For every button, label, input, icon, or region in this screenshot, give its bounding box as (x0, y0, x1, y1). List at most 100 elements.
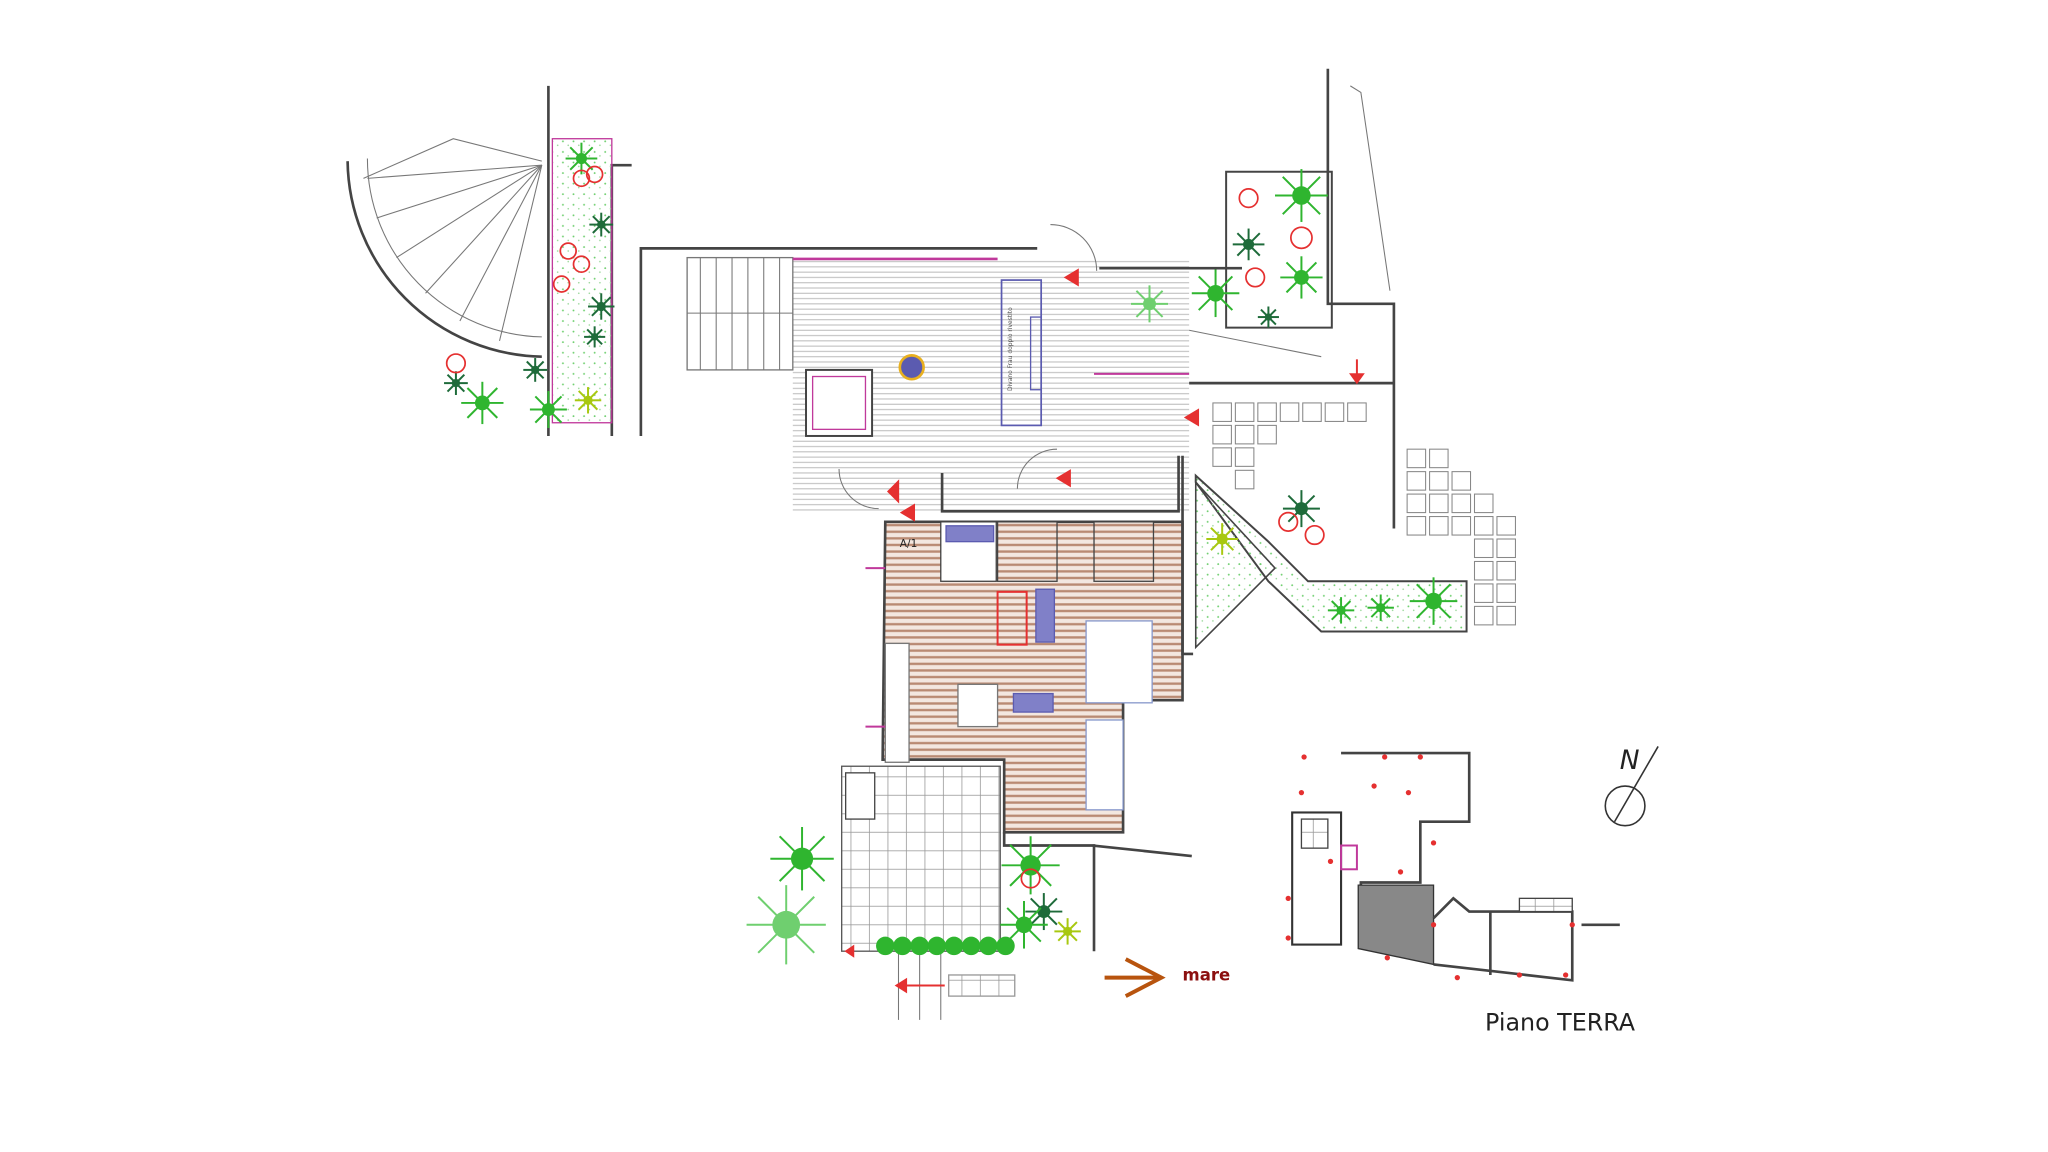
paving-stone (1496, 538, 1516, 559)
plant-icon (523, 358, 548, 382)
paving-stone (1429, 516, 1449, 536)
plant-core (1143, 297, 1156, 311)
plant-core (1292, 186, 1311, 205)
marker-dot (1382, 754, 1388, 760)
marker-dot (1516, 972, 1523, 978)
plant-core (1336, 605, 1346, 615)
courtyard-paving (841, 765, 1192, 1020)
flower-icon (1304, 524, 1325, 546)
stepping-stones (1212, 402, 1516, 626)
paving-stone (1324, 402, 1345, 422)
flower-icon (585, 165, 604, 184)
plant-icon (1275, 169, 1328, 222)
plant-core (1264, 313, 1273, 321)
paving-stone (1257, 402, 1277, 422)
plant-icon (1409, 577, 1458, 625)
plant-core (772, 910, 801, 939)
plant-core (541, 403, 555, 417)
terrace-decking: Divano Frau doppio rivestito (610, 163, 1242, 513)
paving-stone (1406, 516, 1427, 536)
plant-core (1062, 926, 1073, 936)
flower-icon (572, 255, 591, 274)
plant-core (596, 301, 606, 312)
marker-dot (1327, 858, 1334, 864)
plant-icon (588, 293, 615, 320)
kitchenette (805, 368, 874, 437)
plant-icon (1206, 523, 1239, 555)
marker-dot (1371, 783, 1377, 789)
flower-icon (1238, 188, 1259, 209)
plant-icon (584, 326, 606, 348)
paving-stone (1212, 424, 1232, 445)
sea-direction: mare (1104, 957, 1231, 998)
plant-icon (444, 371, 468, 396)
paving-stone (1496, 516, 1516, 536)
plant-icon (1131, 285, 1168, 323)
marker-dot (1563, 972, 1569, 978)
paving-stone (1212, 447, 1232, 467)
marker-dot (1430, 840, 1437, 846)
marker-dot (1405, 790, 1412, 796)
bed (1085, 620, 1153, 704)
sea-label: mare (1183, 965, 1231, 984)
paving-stone (1473, 538, 1494, 559)
plant-core (1207, 284, 1224, 302)
flower-icon (559, 242, 578, 260)
key-plan: Piano TERRA (1285, 751, 1636, 1036)
west-garden (551, 138, 613, 424)
plant-core (1037, 905, 1051, 919)
plant-icon (1191, 269, 1240, 318)
plant-core (1376, 603, 1386, 613)
marker-dot (1301, 754, 1307, 760)
plant-icon (1257, 306, 1279, 328)
plant-core (1294, 502, 1308, 516)
spiral-staircase (346, 85, 550, 436)
marker-dot (1285, 895, 1291, 901)
plants (444, 142, 1458, 965)
paving-stone (1473, 605, 1494, 626)
plant-icon (565, 142, 598, 175)
plant-icon (770, 827, 834, 891)
sofa-label: Divano Frau doppio rivestito (1007, 307, 1014, 391)
plant-core (790, 847, 814, 870)
paving-stone (1429, 493, 1449, 514)
paving-stone (1302, 402, 1322, 422)
plant-core (590, 333, 599, 341)
plant-core (1015, 916, 1033, 934)
hedge-icon (910, 936, 929, 956)
flower-icon (552, 275, 571, 293)
plant-icon (574, 387, 602, 414)
paving-stone (1347, 402, 1367, 422)
paving-stone (1496, 605, 1516, 626)
paving-stone (1451, 516, 1472, 536)
plant-core (474, 395, 490, 411)
paving-stone (1234, 447, 1255, 467)
paving-stone (1496, 583, 1516, 603)
hedge-icon (876, 936, 895, 956)
plant-core (575, 152, 587, 165)
plant-core (1425, 592, 1442, 610)
dining-table (957, 683, 999, 728)
plant-core (583, 395, 593, 405)
paving-stone (1473, 560, 1494, 581)
marker-dot (1285, 935, 1291, 941)
plant-icon (1282, 490, 1320, 528)
plant-core (597, 220, 606, 229)
plant-icon (1367, 594, 1394, 621)
hedge-icon (996, 936, 1015, 956)
plant-icon (1000, 900, 1048, 949)
plant-icon (589, 212, 614, 237)
paving-stone (1473, 493, 1494, 514)
armchair (996, 590, 1028, 646)
unit-label: A/1 (900, 538, 917, 550)
paving-stone (1406, 471, 1427, 491)
flower-icon (1290, 226, 1313, 250)
plant-icon (1232, 228, 1265, 261)
paving-stone (1234, 424, 1255, 445)
paving-stone (1496, 560, 1516, 581)
floor-title: Piano TERRA (1485, 1008, 1636, 1036)
paving-stone (1473, 583, 1494, 603)
paving-stone (1429, 448, 1449, 469)
